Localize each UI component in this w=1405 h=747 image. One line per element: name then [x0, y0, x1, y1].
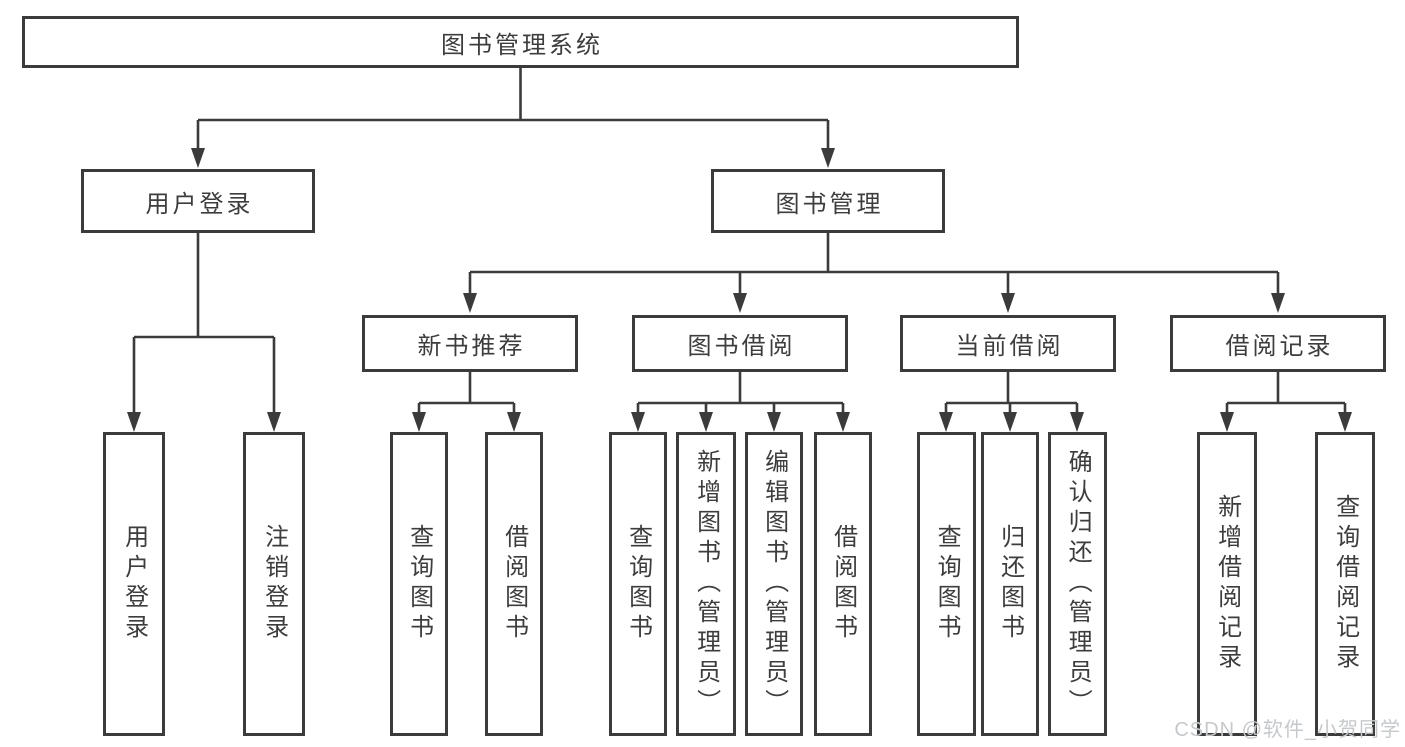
leaf-borrow-edit-book-label: 编辑图书（管理员） [760, 449, 788, 719]
leaf-logout-label: 注销登录 [260, 524, 288, 644]
node-user-login-label: 用户登录 [145, 190, 254, 218]
edges-book-borrow-to-leaves [631, 372, 850, 432]
leaf-user-login: 用户登录 [103, 432, 165, 736]
node-root: 图书管理系统 [22, 16, 1019, 68]
edges-root-to-level2 [191, 68, 835, 168]
node-new-book-rec-label: 新书推荐 [417, 333, 526, 360]
node-root-label: 图书管理系统 [441, 31, 603, 59]
leaf-borrow-query-book-label: 查询图书 [624, 524, 652, 644]
node-book-mgmt: 图书管理 [711, 169, 945, 233]
leaf-borrow-borrow-book: 借阅图书 [814, 432, 872, 736]
leaf-records-add-record: 新增借阅记录 [1197, 432, 1257, 736]
node-new-book-rec: 新书推荐 [362, 315, 578, 372]
leaf-borrow-add-book-label: 新增图书（管理员） [692, 449, 720, 719]
leaf-newrec-borrow-book: 借阅图书 [485, 432, 543, 736]
leaf-current-return-book-label: 归还图书 [996, 524, 1024, 644]
leaf-user-login-label: 用户登录 [120, 524, 148, 644]
node-current-borrow: 当前借阅 [900, 315, 1116, 372]
node-book-borrow-label: 图书借阅 [687, 333, 796, 360]
node-user-login: 用户登录 [81, 169, 315, 233]
watermark: CSDN @软件_小贺同学 [1174, 719, 1401, 741]
leaf-logout: 注销登录 [243, 432, 305, 736]
leaf-borrow-borrow-book-label: 借阅图书 [829, 524, 857, 644]
leaf-borrow-add-book: 新增图书（管理员） [676, 432, 736, 736]
edges-new-book-rec-to-leaves [412, 372, 521, 432]
leaf-borrow-query-book: 查询图书 [609, 432, 667, 736]
leaf-records-query-record: 查询借阅记录 [1315, 432, 1375, 736]
edges-book-mgmt-to-level3 [463, 233, 1285, 313]
node-book-borrow: 图书借阅 [632, 315, 848, 372]
leaf-current-return-book: 归还图书 [981, 432, 1039, 736]
leaf-records-query-record-label: 查询借阅记录 [1331, 494, 1359, 674]
leaf-borrow-edit-book: 编辑图书（管理员） [745, 432, 803, 736]
edges-current-borrow-to-leaves [939, 372, 1084, 432]
leaf-newrec-query-book-label: 查询图书 [405, 524, 433, 644]
node-current-borrow-label: 当前借阅 [955, 333, 1064, 360]
edges-borrow-records-to-leaves [1220, 372, 1352, 432]
node-borrow-records-label: 借阅记录 [1225, 333, 1334, 360]
leaf-records-add-record-label: 新增借阅记录 [1213, 494, 1241, 674]
node-book-mgmt-label: 图书管理 [775, 190, 884, 218]
leaf-current-query-book-label: 查询图书 [933, 524, 961, 644]
node-borrow-records: 借阅记录 [1170, 315, 1386, 372]
leaf-current-confirm-return-label: 确认归还（管理员） [1064, 449, 1092, 719]
leaf-newrec-query-book: 查询图书 [390, 432, 448, 736]
leaf-newrec-borrow-book-label: 借阅图书 [500, 524, 528, 644]
leaf-current-query-book: 查询图书 [917, 432, 976, 736]
edges-user-login-to-leaves [127, 233, 281, 432]
leaf-current-confirm-return: 确认归还（管理员） [1048, 432, 1107, 736]
